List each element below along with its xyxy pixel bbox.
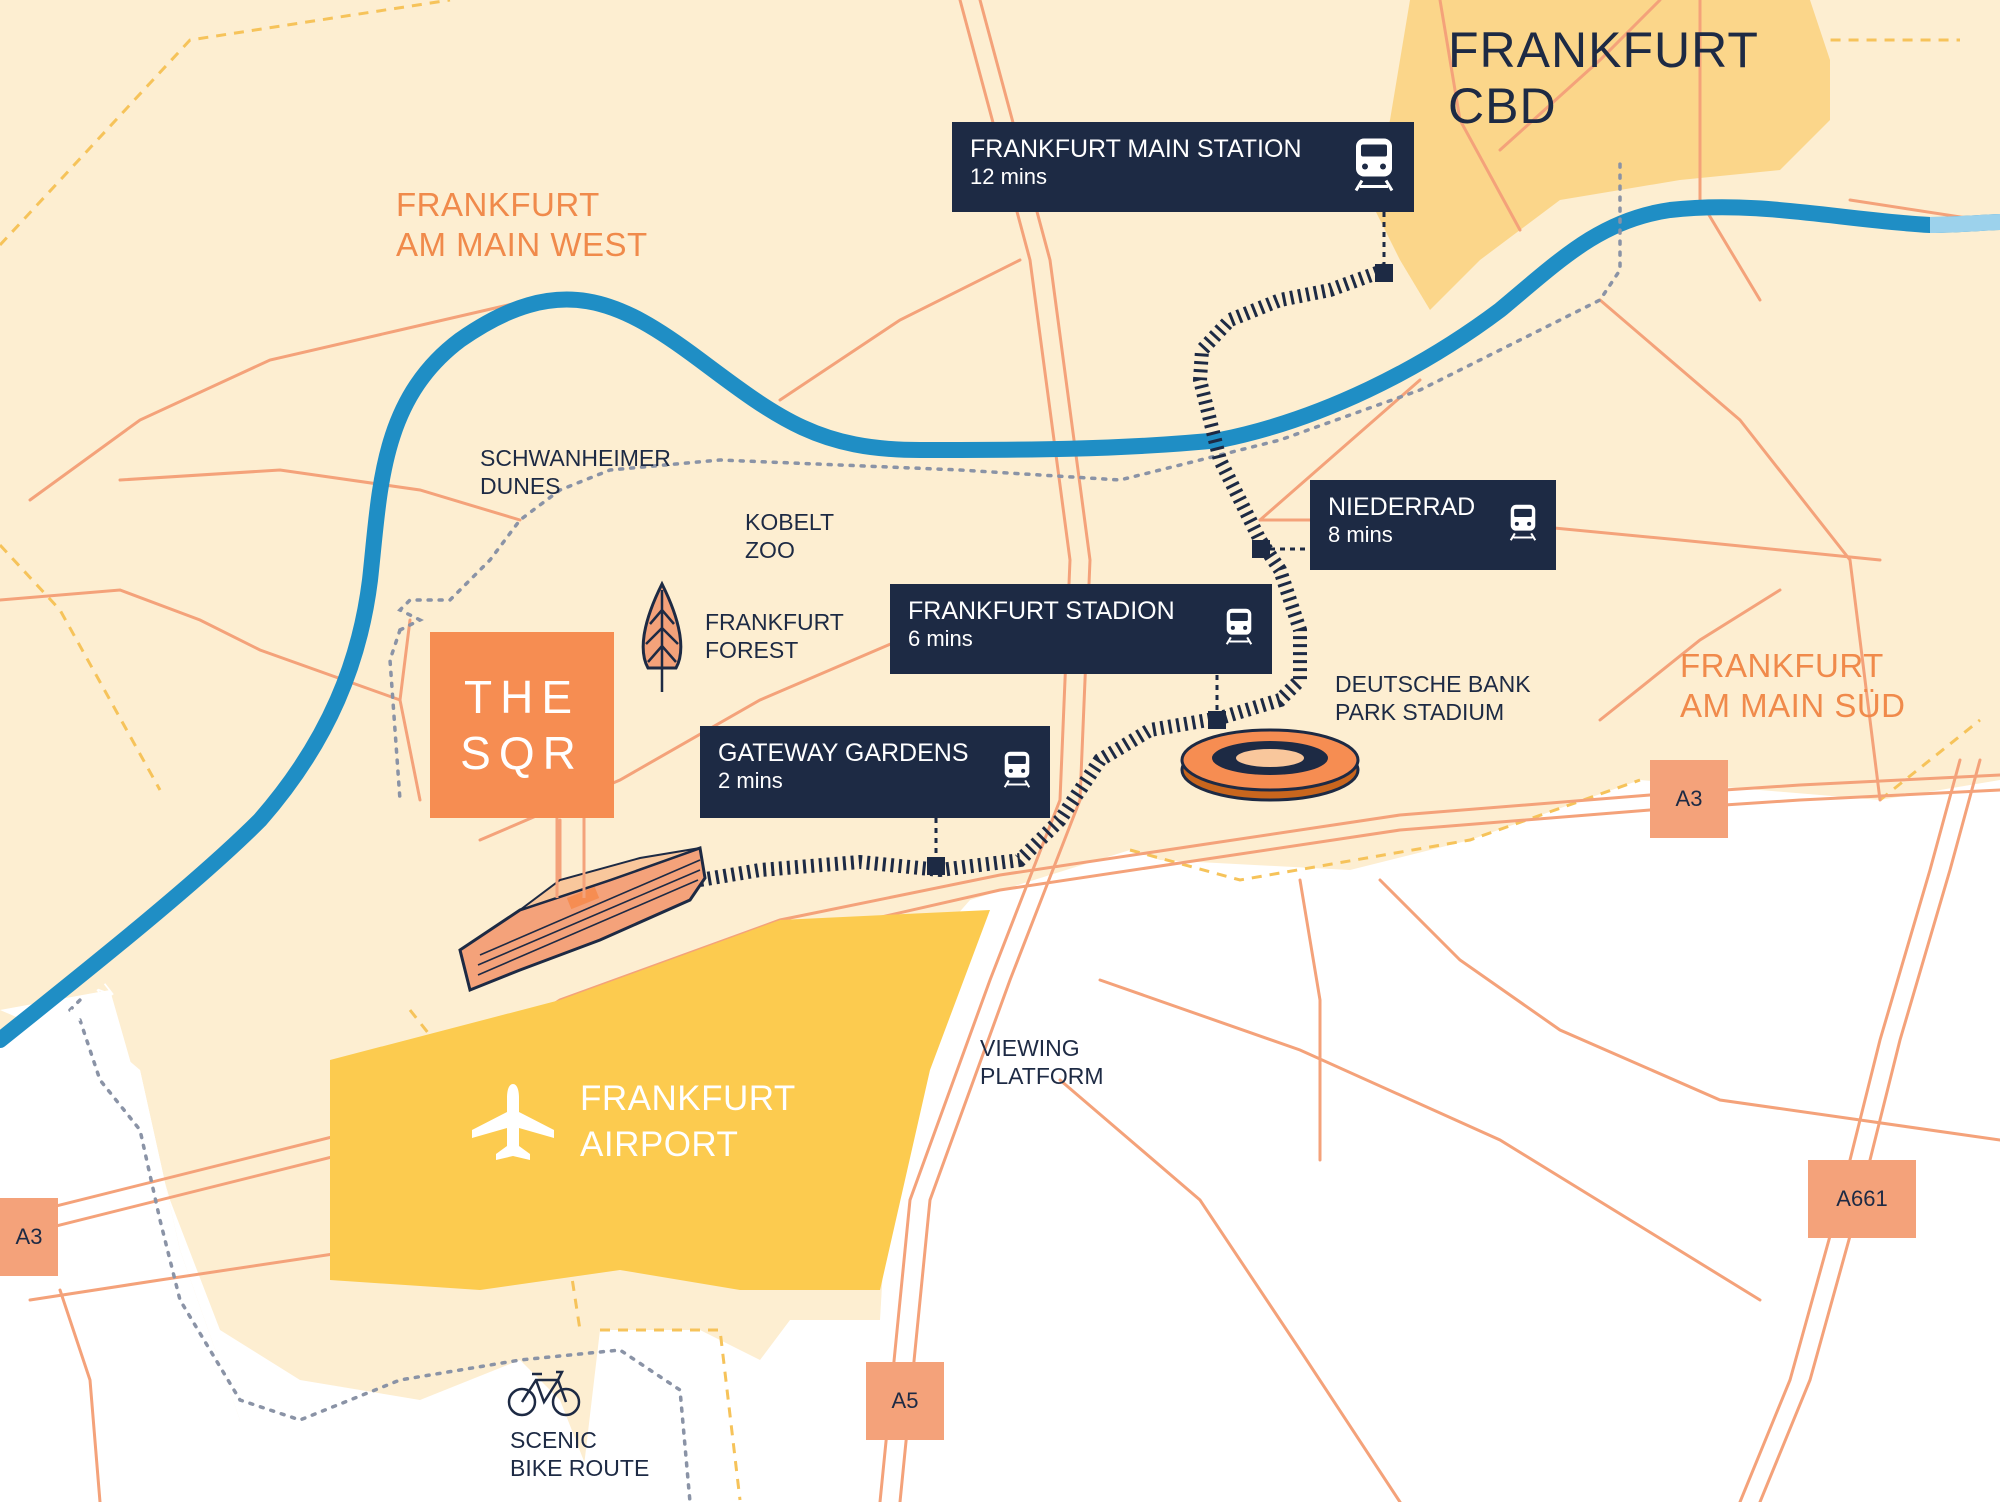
district-label-sued: FRANKFURT AM MAIN SÜD bbox=[1680, 646, 1906, 726]
stadium-icon bbox=[1180, 728, 1360, 802]
cbd-area bbox=[1370, 0, 1830, 310]
district-label-west: FRANKFURT AM MAIN WEST bbox=[396, 185, 648, 265]
train-icon bbox=[1002, 750, 1032, 795]
marker-main-station bbox=[1375, 264, 1393, 282]
place-zoo-line2: ZOO bbox=[745, 537, 795, 563]
airport-line2: AIRPORT bbox=[580, 1125, 739, 1164]
main-river-east-fade bbox=[1929, 214, 2000, 233]
place-dunes-line1: SCHWANHEIMER bbox=[480, 445, 671, 471]
station-niederrad[interactable]: NIEDERRAD 8 mins bbox=[1310, 480, 1556, 570]
station-gateway-time: 2 mins bbox=[718, 768, 783, 793]
marker-niederrad bbox=[1252, 540, 1270, 558]
place-forest-line1: FRANKFURT bbox=[705, 609, 844, 635]
place-viewing-platform: VIEWING PLATFORM bbox=[980, 1034, 1104, 1090]
sqr-connector bbox=[555, 818, 586, 898]
sqr-line1: THE bbox=[464, 671, 580, 723]
cbd-label: FRANKFURT CBD bbox=[1448, 22, 1759, 134]
road-badge-a5: A5 bbox=[866, 1362, 944, 1440]
train-icon bbox=[1508, 503, 1538, 548]
place-deutsche-bank-park: DEUTSCHE BANK PARK STADIUM bbox=[1335, 670, 1531, 726]
tree-icon bbox=[634, 580, 690, 701]
place-frankfurt-forest: FRANKFURT FOREST bbox=[705, 608, 844, 664]
sqr-line2: SQR bbox=[460, 727, 584, 779]
place-zoo-line1: KOBELT bbox=[745, 509, 835, 535]
train-icon bbox=[1352, 137, 1396, 198]
station-gateway[interactable]: GATEWAY GARDENS 2 mins bbox=[700, 726, 1050, 818]
sqr-building-icon bbox=[458, 845, 707, 993]
place-stadium-line1: DEUTSCHE BANK bbox=[1335, 671, 1531, 697]
marker-stadion bbox=[1208, 711, 1226, 729]
station-stadion[interactable]: FRANKFURT STADION 6 mins bbox=[890, 584, 1272, 674]
marker-gateway bbox=[927, 857, 945, 875]
station-niederrad-name: NIEDERRAD bbox=[1328, 493, 1476, 521]
cbd-label-line1: FRANKFURT bbox=[1448, 22, 1759, 78]
station-markers bbox=[927, 212, 1393, 875]
bicycle-icon bbox=[506, 1366, 582, 1423]
cbd-label-line2: CBD bbox=[1448, 78, 1557, 134]
train-icon bbox=[1224, 607, 1254, 652]
station-niederrad-time: 8 mins bbox=[1328, 522, 1393, 547]
district-west-line2: AM MAIN WEST bbox=[396, 226, 648, 263]
airport-area bbox=[330, 910, 990, 1290]
airplane-icon bbox=[470, 1082, 556, 1169]
district-west-line1: FRANKFURT bbox=[396, 186, 600, 223]
place-dunes-line2: DUNES bbox=[480, 473, 561, 499]
place-forest-line2: FOREST bbox=[705, 637, 799, 663]
station-stadion-time: 6 mins bbox=[908, 626, 973, 651]
district-sued-line2: AM MAIN SÜD bbox=[1680, 687, 1906, 724]
place-viewing-line1: VIEWING bbox=[980, 1035, 1080, 1061]
station-main-name: FRANKFURT MAIN STATION bbox=[970, 135, 1302, 163]
district-sued-line1: FRANKFURT bbox=[1680, 647, 1884, 684]
station-main-time: 12 mins bbox=[970, 164, 1048, 189]
road-badge-a661: A661 bbox=[1808, 1160, 1916, 1238]
station-main[interactable]: FRANKFURT MAIN STATION 12 mins bbox=[952, 122, 1414, 212]
south-west-white-area bbox=[0, 1010, 320, 1502]
place-stadium-line2: PARK STADIUM bbox=[1335, 699, 1505, 725]
place-schwanheimer-dunes: SCHWANHEIMER DUNES bbox=[480, 444, 671, 500]
place-viewing-line2: PLATFORM bbox=[980, 1063, 1104, 1089]
west-river-white-area bbox=[0, 990, 600, 1502]
bike-routes bbox=[68, 158, 1622, 1502]
main-river bbox=[0, 199, 2000, 1048]
airport-line1: FRANKFURT bbox=[580, 1079, 796, 1118]
place-kobelt-zoo: KOBELT ZOO bbox=[745, 508, 834, 564]
station-stadion-name: FRANKFURT STADION bbox=[908, 597, 1175, 625]
place-scenic-bike-route: SCENIC BIKE ROUTE bbox=[510, 1426, 649, 1482]
station-gateway-name: GATEWAY GARDENS bbox=[718, 739, 969, 767]
road-badge-a3-east: A3 bbox=[1650, 760, 1728, 838]
place-bike-line2: BIKE ROUTE bbox=[510, 1455, 650, 1481]
place-bike-line1: SCENIC bbox=[510, 1427, 597, 1453]
rail-line bbox=[698, 263, 1388, 887]
the-sqr-marker[interactable]: THE SQR bbox=[430, 632, 614, 818]
airport-label: FRANKFURT AIRPORT bbox=[580, 1076, 796, 1168]
road-badge-a3-west: A3 bbox=[0, 1198, 58, 1276]
